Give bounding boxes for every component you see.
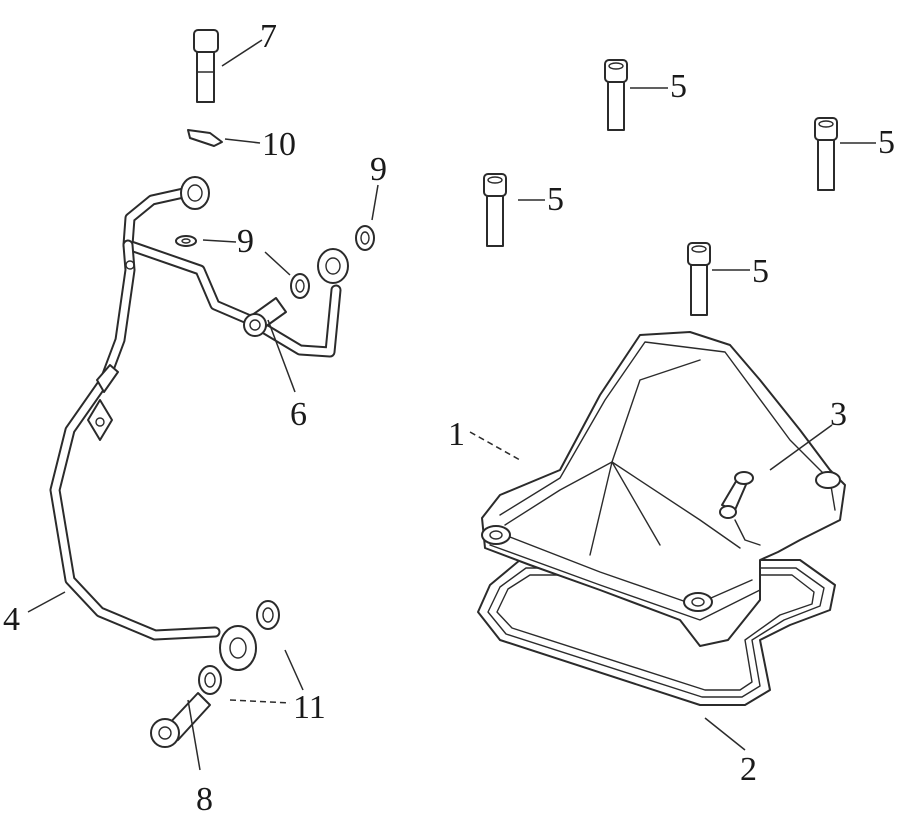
callout-8: 8 — [196, 781, 213, 818]
callout-7: 7 — [260, 18, 277, 55]
callout-5-right: 5 — [878, 124, 895, 161]
callout-10: 10 — [262, 126, 296, 163]
union-bolt-lower — [150, 692, 211, 748]
callout-2: 2 — [740, 751, 757, 788]
cylinder-head-cover — [481, 331, 846, 647]
callout-5-top: 5 — [670, 68, 687, 105]
union-bolt — [243, 297, 287, 337]
callout-5-left: 5 — [547, 181, 564, 218]
sealing-washer — [175, 225, 375, 695]
callout-4: 4 — [3, 601, 20, 638]
callout-9-right: 9 — [370, 151, 387, 188]
union-bolt-upper — [193, 29, 219, 103]
oil-pipe — [49, 176, 349, 671]
callout-3: 3 — [830, 396, 847, 433]
callout-9-left: 9 — [237, 223, 254, 260]
callout-5-middle: 5 — [752, 253, 769, 290]
leader-lines — [27, 39, 876, 771]
callout-labels: 1 2 3 4 5 5 5 5 6 7 8 9 9 10 11 — [3, 18, 895, 818]
breather-nipple — [719, 471, 761, 546]
callout-11: 11 — [293, 689, 326, 726]
callout-6: 6 — [290, 396, 307, 433]
hex-socket-bolt — [483, 59, 838, 316]
pipe-clip — [187, 129, 223, 147]
callout-1: 1 — [448, 416, 465, 453]
